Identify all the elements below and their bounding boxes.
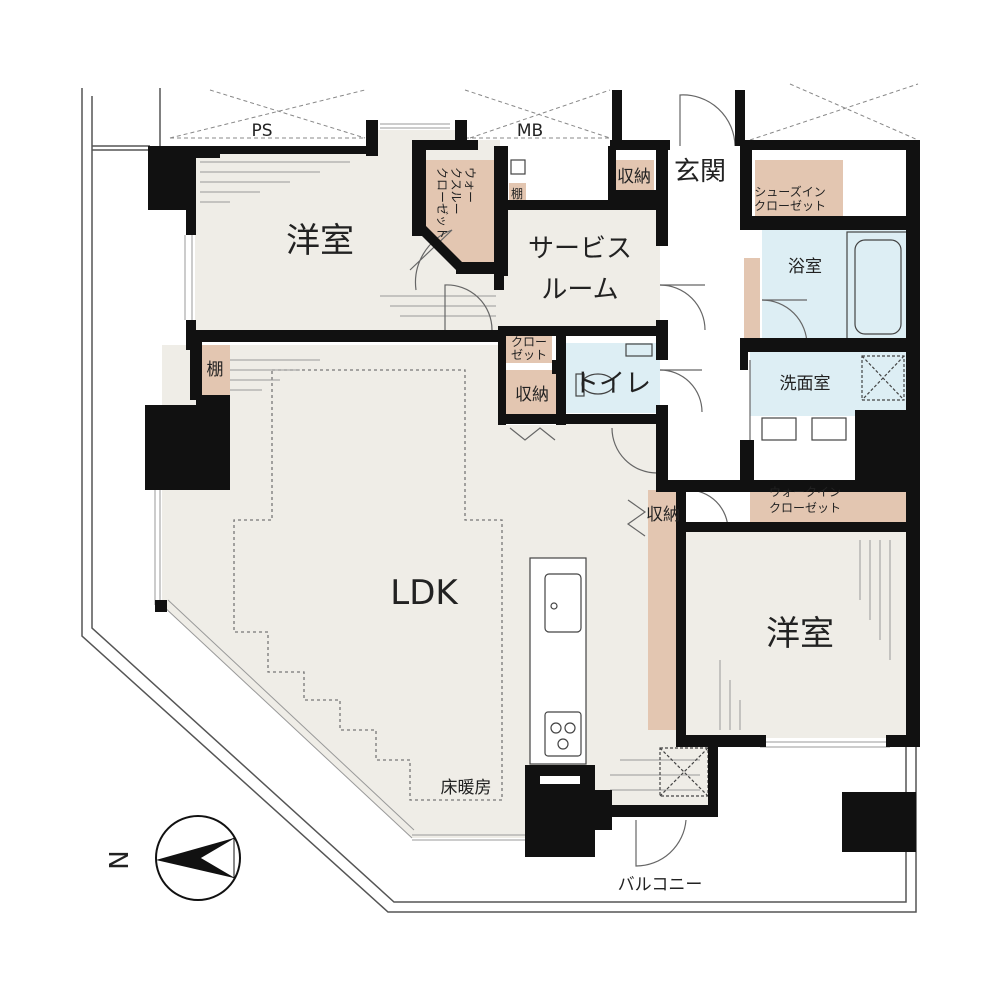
svg-text:クスルー: クスルー	[449, 167, 463, 215]
shelf-left-label: 棚	[207, 360, 224, 380]
door-swings	[409, 94, 808, 867]
toilet-label: トイレ	[573, 369, 651, 399]
svg-text:ウォー: ウォー	[463, 167, 477, 203]
north-label: N	[105, 850, 135, 869]
walkin-closet-label-line1: ウォークイン	[769, 485, 841, 499]
mb-label: MB	[517, 121, 543, 141]
western-room-right-label: 洋室	[766, 614, 834, 654]
svg-text:クローゼット: クローゼット	[435, 167, 449, 239]
walkin-closet-label-line2: クローゼット	[769, 501, 841, 515]
washroom-label: 洗面室	[780, 374, 831, 394]
ps-label: PS	[251, 121, 272, 141]
shelf-small-label: 棚	[511, 186, 523, 201]
floor-heating-area	[233, 369, 503, 801]
shaft-cross-marks	[169, 83, 919, 141]
north-compass	[155, 815, 241, 901]
service-room-label-line1: サービス	[528, 234, 632, 264]
fixtures	[510, 159, 908, 797]
closet-small-label-line1: クロー	[511, 335, 547, 349]
balcony-label: バルコニー	[618, 875, 703, 895]
ldk-label: LDK	[390, 573, 459, 613]
western-room-top-label: 洋室	[286, 221, 354, 261]
storage-mid-label: 収納	[515, 385, 549, 405]
storage-top-label: 収納	[617, 167, 651, 187]
closet-small-label-line2: ゼット	[511, 348, 547, 362]
shoes-closet-label-line2: クローゼット	[754, 199, 826, 213]
walk-through-closet-label: ウォー クスルー クローゼット	[435, 167, 477, 239]
floor-heating-label: 床暖房	[441, 778, 492, 798]
room-labels: PS MB 洋室 ウォー クスルー クローゼット 棚 収納 サービス ルーム ク…	[105, 121, 841, 895]
bathroom-label: 浴室	[788, 257, 822, 277]
interior-details	[154, 123, 891, 841]
storage-right-label: 収納	[646, 505, 680, 525]
shoes-closet-label-line1: シューズイン	[754, 184, 825, 199]
service-room-label-line2: ルーム	[541, 275, 618, 305]
entrance-label: 玄関	[674, 157, 726, 187]
compass-arrow-icon	[156, 838, 234, 878]
walls	[145, 90, 920, 857]
svg-text:玄関: 玄関	[674, 157, 726, 187]
